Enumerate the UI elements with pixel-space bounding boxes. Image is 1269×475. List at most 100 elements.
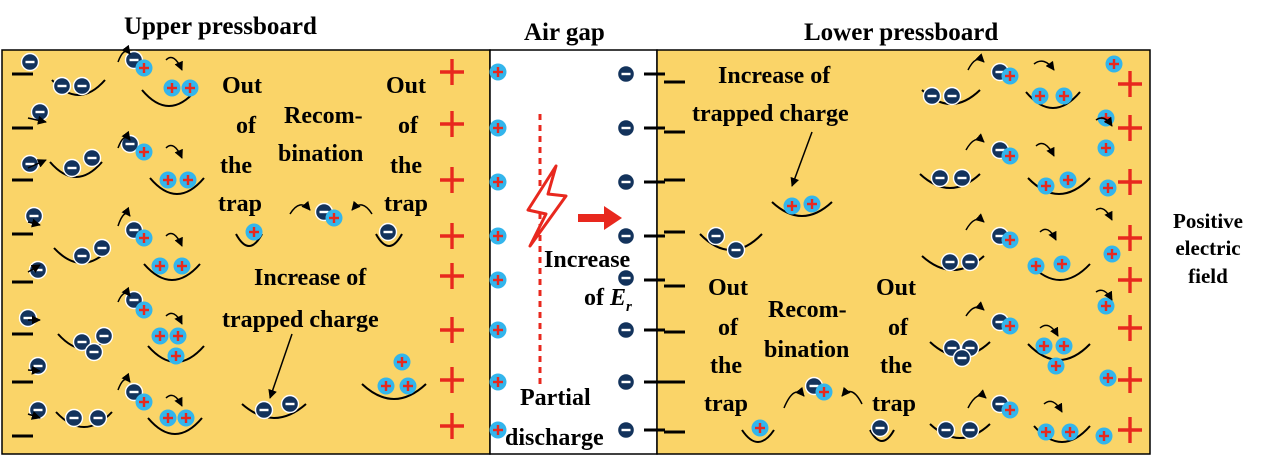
electrode-plus-sign (1118, 417, 1142, 443)
negative-charge (940, 252, 960, 272)
arrow (967, 389, 987, 409)
electrode-plus-sign (1118, 169, 1142, 195)
text-line: trapped charge (692, 101, 849, 127)
positive-charge (1097, 139, 1115, 157)
positive-charge (489, 119, 507, 137)
negative-charge (726, 240, 746, 260)
negative-charge (62, 158, 82, 178)
trap-well (869, 429, 895, 442)
negative-charge (94, 326, 114, 346)
arrow (1095, 207, 1113, 221)
text-line: field (1188, 263, 1228, 288)
positive-charge (1031, 87, 1049, 105)
positive-charge (1061, 423, 1079, 441)
text-line: of Er (584, 285, 632, 315)
text-line: of (398, 113, 418, 139)
arrow (289, 200, 311, 215)
text-line: of (236, 113, 256, 139)
negative-charge (52, 76, 72, 96)
positive-charge (1053, 255, 1071, 273)
negative-charge (616, 226, 636, 246)
electrode-plus-sign (440, 59, 464, 85)
positive-charge (179, 171, 197, 189)
positive-charge (1001, 401, 1019, 419)
electrode-plus-sign (440, 223, 464, 249)
trap-well (919, 173, 981, 189)
positive-charge (173, 257, 191, 275)
arrow (117, 44, 131, 63)
negative-charge (952, 348, 972, 368)
arrow (27, 264, 41, 273)
negative-charge (616, 118, 636, 138)
text-line: the (880, 353, 912, 379)
positive-charge (1099, 369, 1117, 387)
positive-charge (1105, 55, 1123, 73)
negative-charge (616, 320, 636, 340)
arrow (165, 394, 183, 407)
arrow (27, 218, 41, 228)
upper-pressboard-title: Upper pressboard (124, 13, 317, 40)
positive-charge (1037, 423, 1055, 441)
text-line: of (718, 315, 738, 341)
electrode-plus-sign (440, 317, 464, 343)
negative-charge (952, 168, 972, 188)
arrow (268, 333, 293, 399)
positive-charge (159, 409, 177, 427)
negative-charge (72, 332, 92, 352)
negative-charge (870, 418, 890, 438)
arrow (965, 301, 985, 317)
negative-charge (20, 52, 40, 72)
arrow (967, 53, 985, 71)
text-line: the (390, 153, 422, 179)
text-line: Partial (520, 385, 591, 411)
arrow (165, 144, 183, 159)
negative-charge (960, 252, 980, 272)
positive-charge (159, 171, 177, 189)
positive-charge (1001, 67, 1019, 85)
electrode-plus-sign (440, 111, 464, 137)
trap-well (1027, 177, 1091, 195)
positive-charge (1001, 317, 1019, 335)
text-line: trap (704, 391, 748, 417)
positive-charge (1055, 337, 1073, 355)
text-line: the (710, 353, 742, 379)
lower-pressboard-title: Lower pressboard (804, 19, 999, 46)
negative-charge (72, 246, 92, 266)
negative-charge (960, 420, 980, 440)
positive-charge (751, 419, 769, 437)
positive-charge (815, 383, 833, 401)
trap-well (375, 233, 403, 247)
positive-charge (1035, 337, 1053, 355)
arrow (965, 133, 985, 151)
arrow (1039, 228, 1057, 241)
text-line: of (888, 315, 908, 341)
negative-charge (936, 420, 956, 440)
electrode-plus-sign (440, 367, 464, 393)
trap-well (741, 429, 775, 443)
positive-charge (1059, 171, 1077, 189)
text-line: trap (384, 191, 428, 217)
negative-charge (616, 64, 636, 84)
text-line: discharge (505, 425, 604, 451)
negative-charge (942, 86, 962, 106)
positive-charge (393, 353, 411, 371)
arrow (27, 115, 47, 125)
negative-charge (922, 86, 942, 106)
positive-charge (135, 59, 153, 77)
arrow (165, 232, 183, 247)
negative-charge (706, 226, 726, 246)
text-line: Out (386, 73, 427, 99)
arrow (117, 372, 131, 391)
trap-well (771, 201, 833, 217)
positive-charge (489, 63, 507, 81)
positive-charge (163, 79, 181, 97)
positive-charge (1095, 427, 1113, 445)
positive-charge (377, 377, 395, 395)
positive-charge (399, 377, 417, 395)
negative-charge (280, 394, 300, 414)
negative-charge (378, 222, 398, 242)
electrode-plus-sign (1118, 267, 1142, 293)
positive-charge (177, 409, 195, 427)
